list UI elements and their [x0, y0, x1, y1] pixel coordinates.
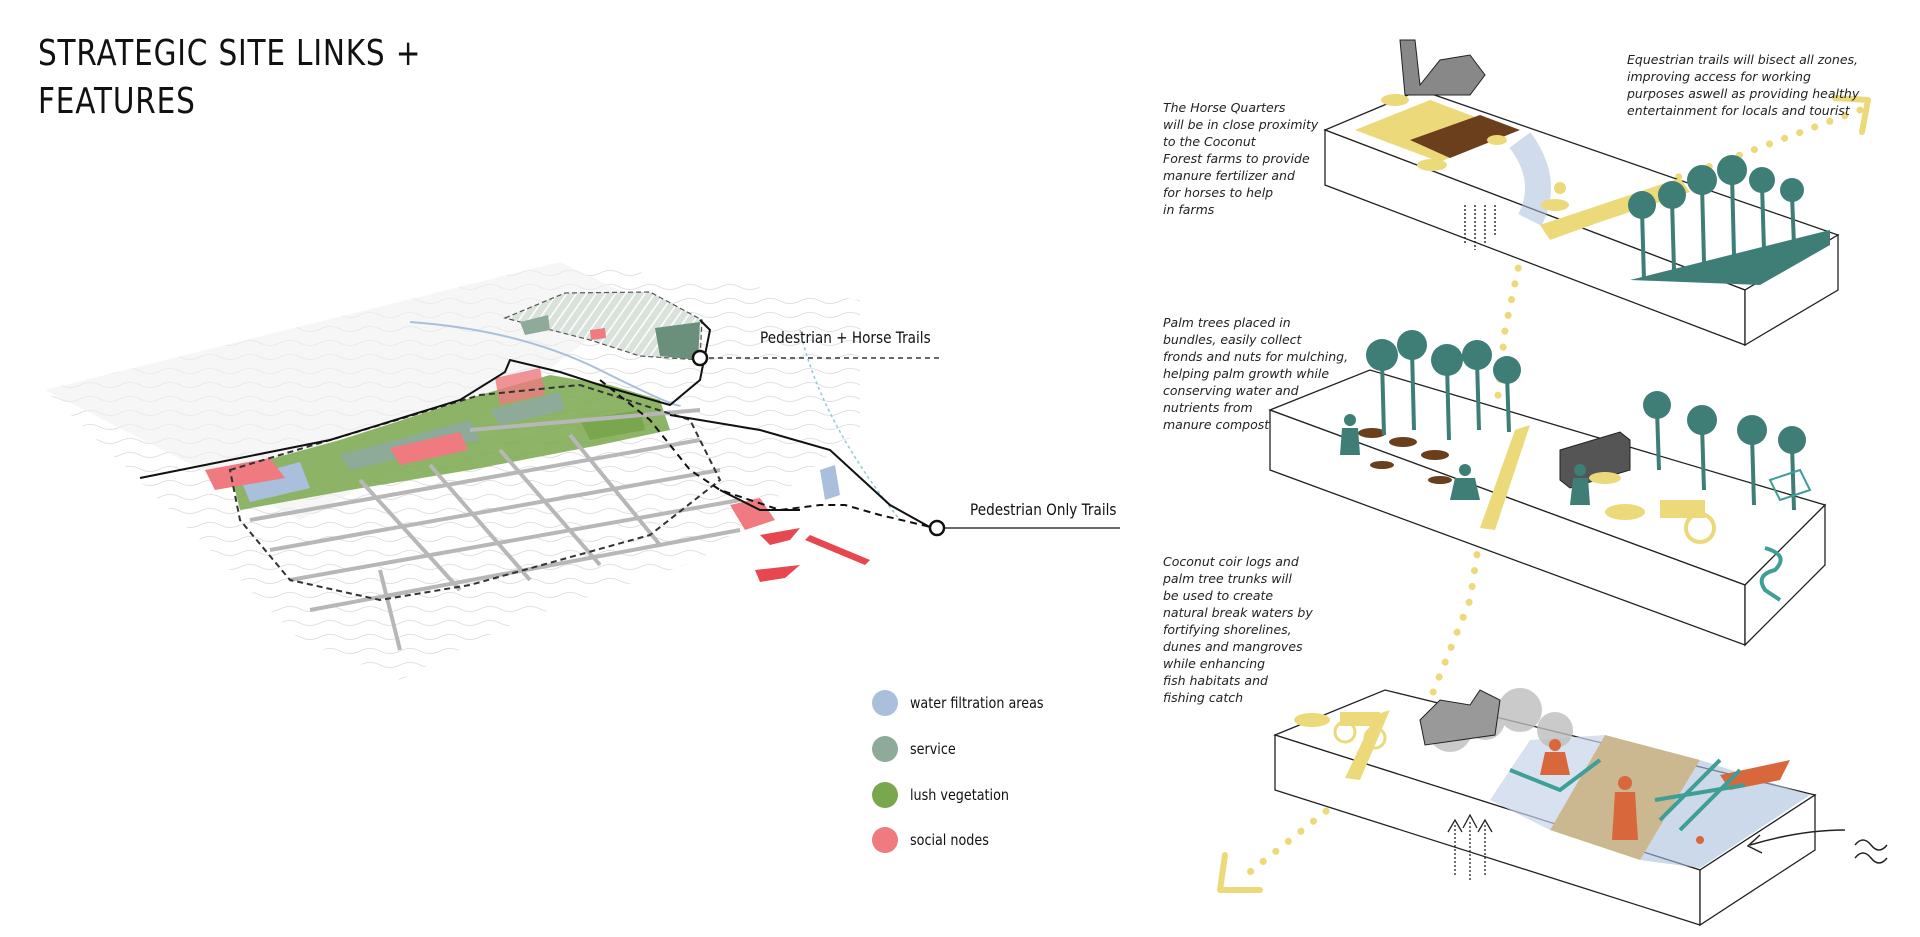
horse-trails-marker	[691, 349, 709, 367]
legend-swatch	[872, 690, 898, 716]
legend-swatch	[872, 827, 898, 853]
note-palm-trees: Palm trees placed in bundles, easily col…	[1163, 314, 1348, 433]
callout-pedestrian-only: Pedestrian Only Trails	[970, 500, 1117, 519]
legend-swatch	[872, 782, 898, 808]
note-line: fishing catch	[1163, 690, 1244, 705]
upward-arrows	[1454, 820, 1486, 880]
road-grid	[249, 408, 741, 651]
social-node	[205, 458, 285, 490]
legend-item-water: water filtration areas	[872, 690, 1132, 718]
breakwater	[1509, 758, 1746, 832]
note-line: bundles, easily collect	[1163, 332, 1302, 347]
arrow-up-right	[1832, 95, 1871, 135]
note-line: nutrients from	[1163, 400, 1253, 415]
block-coastal	[1273, 689, 1817, 927]
building	[1419, 689, 1501, 746]
note-line: improving access for working	[1627, 69, 1811, 84]
note-line: purposes aswell as providing healthy	[1627, 86, 1860, 101]
legend-item-service: service	[872, 736, 1132, 764]
water-filtration-area	[820, 465, 840, 500]
note-coconut-coir: Coconut coir logs and palm tree trunks w…	[1163, 553, 1313, 706]
note-line: natural break waters by	[1163, 605, 1313, 620]
note-line: will be in close proximity	[1163, 117, 1319, 132]
note-line: manure compost	[1163, 417, 1270, 432]
legend-label: water filtration areas	[910, 694, 1044, 712]
note-line: manure fertilizer and	[1163, 168, 1295, 183]
wave-arrow	[1749, 829, 1846, 846]
callout-horse-trails: Pedestrian + Horse Trails	[760, 328, 931, 347]
farmer-figures	[1340, 414, 1590, 505]
legend-item-social: social nodes	[872, 827, 1132, 855]
zone-boundary	[228, 383, 722, 602]
note-line: Coconut coir logs and	[1163, 554, 1299, 569]
legend-swatch	[872, 736, 898, 762]
note-line: Forest farms to provide	[1163, 151, 1310, 166]
palm-cluster	[1366, 330, 1806, 510]
note-line: dunes and mangroves	[1163, 639, 1303, 654]
pedestrian-only-trail	[599, 379, 936, 529]
legend-label: service	[910, 740, 956, 758]
note-line: be used to create	[1163, 588, 1274, 603]
note-line: while enhancing	[1163, 656, 1266, 671]
fisher-figures	[1540, 739, 1790, 844]
block-palm-farms	[1268, 369, 1827, 647]
note-line: palm tree trunks will	[1163, 571, 1292, 586]
compost-mounds	[1358, 428, 1452, 484]
note-line: in farms	[1163, 202, 1215, 217]
note-line: conserving water and	[1163, 383, 1299, 398]
legend-label: social nodes	[910, 831, 989, 849]
horse-icons	[1381, 94, 1569, 211]
note-line: Palm trees placed in	[1163, 315, 1291, 330]
note-line: fish habitats and	[1163, 673, 1268, 688]
note-line: fortifying shorelines,	[1163, 622, 1292, 637]
social-node	[730, 498, 775, 530]
note-line: The Horse Quarters	[1163, 100, 1286, 115]
farm-block	[503, 291, 703, 361]
note-line: fronds and nuts for mulching,	[1163, 349, 1349, 364]
horse-cart	[1294, 712, 1387, 750]
note-line: entertainment for locals and tourist	[1627, 103, 1850, 118]
note-horse-quarters: The Horse Quarters will be in close prox…	[1163, 99, 1318, 218]
pedestrian-trails-marker	[928, 519, 946, 537]
palm-cluster	[1628, 155, 1804, 280]
note-equestrian: Equestrian trails will bisect all zones,…	[1627, 51, 1859, 119]
page-title: STRATEGIC SITE LINKS + FEATURES	[38, 30, 421, 126]
title-line-1: STRATEGIC SITE LINKS +	[38, 33, 422, 74]
note-line: to the Coconut	[1163, 134, 1256, 149]
legend-label: lush vegetation	[910, 786, 1009, 804]
title-line-2: FEATURES	[38, 81, 196, 122]
note-line: for horses to help	[1163, 185, 1274, 200]
legend-item-vegetation: lush vegetation	[872, 782, 1132, 810]
note-line: helping palm growth while	[1163, 366, 1330, 381]
note-line: Equestrian trails will bisect all zones,	[1627, 52, 1859, 67]
pedestrian-horse-trail	[139, 319, 712, 479]
arrow-down-left	[1217, 852, 1263, 893]
block-horse-quarters	[1323, 89, 1840, 347]
horse-cart	[1589, 472, 1716, 544]
